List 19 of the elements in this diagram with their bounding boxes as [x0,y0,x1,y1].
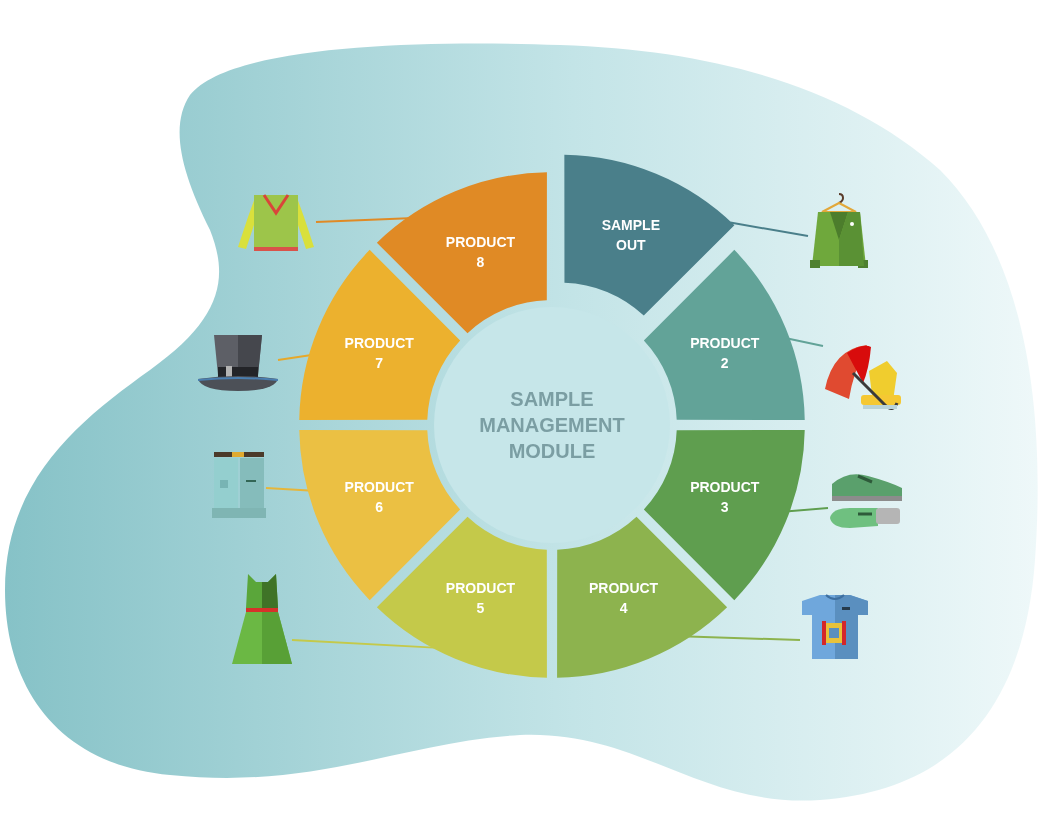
segment-label: PRODUCT 4 [588,578,659,618]
segment-label: PRODUCT 5 [445,578,516,618]
segment-label: PRODUCT 3 [690,477,760,517]
segment-label: PRODUCT 8 [445,233,516,273]
leader-line [277,354,311,361]
t-shirt-icon [800,593,870,660]
leader-line [787,507,829,513]
segment-label: SAMPLE OUT [601,215,660,255]
center-label: SAMPLE MANAGEMENT MODULE [478,387,626,464]
segment-label: PRODUCT 6 [344,477,414,517]
segment-label: PRODUCT 2 [690,334,760,374]
leader-line [729,221,809,237]
top-hat-icon [198,333,278,393]
leader-line [687,635,801,641]
dress-icon [232,572,292,665]
jeans-icon [212,452,266,518]
leader-line [291,639,435,649]
leader-line [265,487,310,492]
segment-label: PRODUCT 7 [344,334,414,374]
